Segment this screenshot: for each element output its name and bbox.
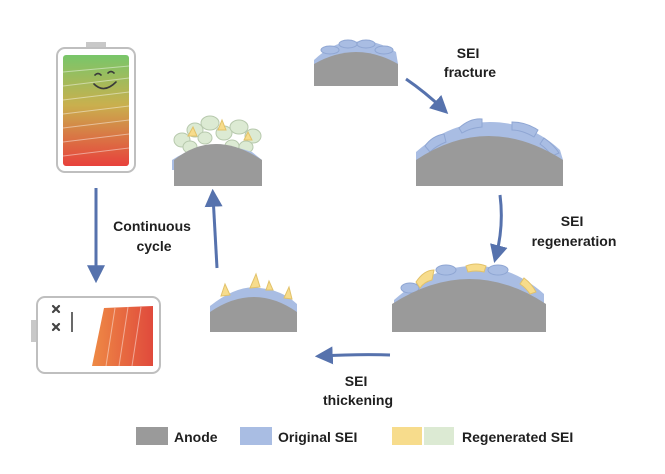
legend-label-original-sei: Original SEI: [278, 429, 357, 445]
legend-swatch-regenerated-sei-green: [424, 427, 454, 445]
sei-fracture-stage: [416, 118, 563, 186]
arrow-to-thickening: [314, 346, 391, 365]
sei-fracture-label: SEI fracture: [444, 45, 496, 80]
cross-marks-icon: [51, 304, 61, 332]
original-sei-stage: [314, 39, 398, 86]
legend-label-regenerated-sei: Regenerated SEI: [462, 429, 573, 445]
regenerated-sei-green-particles: [173, 115, 262, 154]
regenerated-sei-accumulation-stage: [172, 115, 262, 186]
continuous-cycle-label: Continuous cycle: [113, 218, 195, 254]
sei-regeneration-label: SEI regeneration: [532, 213, 617, 249]
arrow-to-regeneration: [490, 194, 508, 263]
arrow-to-fracture: [405, 77, 449, 114]
smiley-face-icon: [93, 70, 117, 90]
legend-swatch-anode: [136, 427, 168, 445]
legend: Anode Original SEI Regenerated SEI: [136, 427, 573, 445]
full-battery-icon: [56, 42, 136, 173]
sei-thickening-label: SEI thickening: [323, 373, 393, 408]
arrow-continuous-cycle: [204, 188, 223, 269]
low-battery-icon: [31, 296, 161, 374]
sei-thickening-stage: [210, 272, 297, 332]
legend-swatch-original-sei: [240, 427, 272, 445]
legend-swatch-regenerated-sei-yellow: [392, 427, 422, 445]
sei-regeneration-stage: [392, 263, 546, 332]
legend-label-anode: Anode: [174, 429, 218, 445]
